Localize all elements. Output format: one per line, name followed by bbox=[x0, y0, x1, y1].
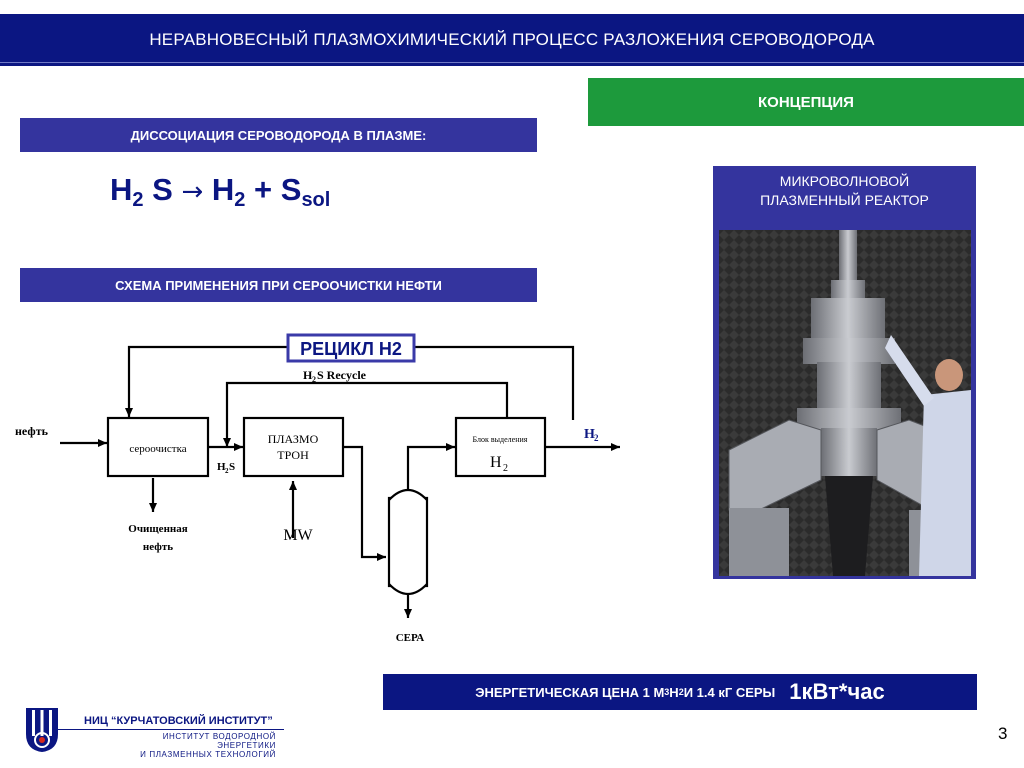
energy-value: 1кВт*час bbox=[789, 679, 885, 704]
formula-h: H bbox=[110, 172, 133, 207]
h2-out-h: H bbox=[584, 427, 595, 442]
page-number: 3 bbox=[998, 724, 1008, 743]
concept-text: КОНЦЕПЦИЯ bbox=[758, 93, 854, 111]
seroochistka-label: сероочистка bbox=[129, 443, 186, 455]
plazmotron-label-2: ТРОН bbox=[277, 448, 309, 462]
blok-label-1: Блок выделения bbox=[473, 435, 528, 444]
slide-title-bar: НЕРАВНОВЕСНЫЙ ПЛАЗМОХИМИЧЕСКИЙ ПРОЦЕСС Р… bbox=[0, 14, 1024, 66]
kurchatov-logo-icon bbox=[26, 708, 58, 752]
formula-h2: H bbox=[211, 172, 235, 207]
h2s-recycle-h: H bbox=[303, 368, 313, 382]
formula-sub-2b: 2 bbox=[234, 189, 246, 211]
energy-sup: 3 bbox=[664, 687, 670, 697]
blok-label-sub: 2 bbox=[503, 463, 508, 474]
energy-mid: Н bbox=[669, 684, 679, 700]
h2s-in-sub: 2 bbox=[225, 467, 229, 475]
neft-label: нефть bbox=[15, 424, 49, 438]
plasma-to-column-line bbox=[343, 445, 386, 561]
reactor-title: МИКРОВОЛНОВОЙ ПЛАЗМЕННЫЙ РЕАКТОР bbox=[713, 172, 976, 210]
formula-sub-2a: 2 bbox=[132, 189, 144, 211]
plazmotron-label-1: ПЛАЗМО bbox=[268, 432, 319, 446]
h2s-in-h: H bbox=[217, 461, 226, 473]
h2s-recycle-sub: 2 bbox=[312, 375, 316, 384]
column-to-blok-line bbox=[406, 443, 455, 490]
process-diagram: РЕЦИКЛ Н2 H 2 S Recycle нефть сероочистк… bbox=[15, 333, 620, 644]
reaction-formula: H2 S → H2 + Ssol bbox=[110, 172, 330, 212]
recycle-h2-box bbox=[286, 333, 416, 363]
purified-label-2: нефть bbox=[143, 541, 173, 553]
title-bar-line bbox=[0, 62, 1024, 63]
h2s-in-s: S bbox=[229, 461, 235, 473]
logo-title: НИЦ “КУРЧАТОВСКИЙ ИНСТИТУТ” bbox=[84, 715, 273, 727]
formula-plus: + bbox=[254, 172, 273, 207]
logo-subtitle: ИНСТИТУТ ВОДОРОДНОЙ ЭНЕРГЕТИКИ И ПЛАЗМЕН… bbox=[124, 732, 276, 759]
reactor-title-line-1: МИКРОВОЛНОВОЙ bbox=[779, 173, 910, 189]
blok-label-h: H bbox=[490, 454, 502, 471]
logo-subtitle-1: ИНСТИТУТ ВОДОРОДНОЙ ЭНЕРГЕТИКИ bbox=[162, 732, 276, 750]
formula-s2: S bbox=[280, 172, 302, 207]
mw-label: MW bbox=[283, 527, 313, 544]
h2-out-sub: 2 bbox=[594, 433, 599, 443]
logo-divider bbox=[58, 729, 284, 730]
purified-label-1: Очищенная bbox=[128, 523, 187, 535]
recycle-h2-label: РЕЦИКЛ Н2 bbox=[300, 339, 402, 359]
blok-box bbox=[454, 416, 547, 478]
dissociation-band: ДИССОЦИАЦИЯ СЕРОВОДОРОДА В ПЛАЗМЕ: bbox=[20, 118, 537, 152]
energy-prefix: ЭНЕРГЕТИЧЕСКАЯ ЦЕНА 1 М bbox=[475, 684, 665, 700]
energy-suffix: И 1.4 кГ СЕРЫ bbox=[683, 684, 776, 700]
separator-column bbox=[387, 488, 429, 596]
dissociation-title: ДИССОЦИАЦИЯ СЕРОВОДОРОДА В ПЛАЗМЕ: bbox=[130, 127, 427, 143]
h2s-recycle-label: S Recycle bbox=[317, 368, 367, 382]
slide-title: НЕРАВНОВЕСНЫЙ ПЛАЗМОХИМИЧЕСКИЙ ПРОЦЕСС Р… bbox=[149, 30, 875, 49]
h2s-recycle-line bbox=[223, 381, 509, 447]
logo-subtitle-2: И ПЛАЗМЕННЫХ ТЕХНОЛОГИЙ bbox=[140, 750, 276, 759]
seroochistka-box bbox=[106, 416, 210, 478]
plazmotron-box bbox=[242, 416, 345, 478]
formula-arrow: → bbox=[181, 177, 204, 207]
scheme-title: СХЕМА ПРИМЕНЕНИЯ ПРИ СЕРООЧИСТКИ НЕФТИ bbox=[115, 277, 442, 293]
reactor-title-line-2: ПЛАЗМЕННЫЙ РЕАКТОР bbox=[760, 192, 929, 208]
sera-label: СЕРА bbox=[396, 632, 425, 644]
formula-s: S bbox=[152, 172, 173, 207]
reactor-photo bbox=[719, 230, 971, 576]
concept-label: КОНЦЕПЦИЯ bbox=[588, 78, 1024, 126]
scheme-band: СХЕМА ПРИМЕНЕНИЯ ПРИ СЕРООЧИСТКИ НЕФТИ bbox=[20, 268, 537, 302]
formula-sub-sol: sol bbox=[301, 189, 331, 211]
energy-sub: 2 bbox=[678, 687, 684, 697]
